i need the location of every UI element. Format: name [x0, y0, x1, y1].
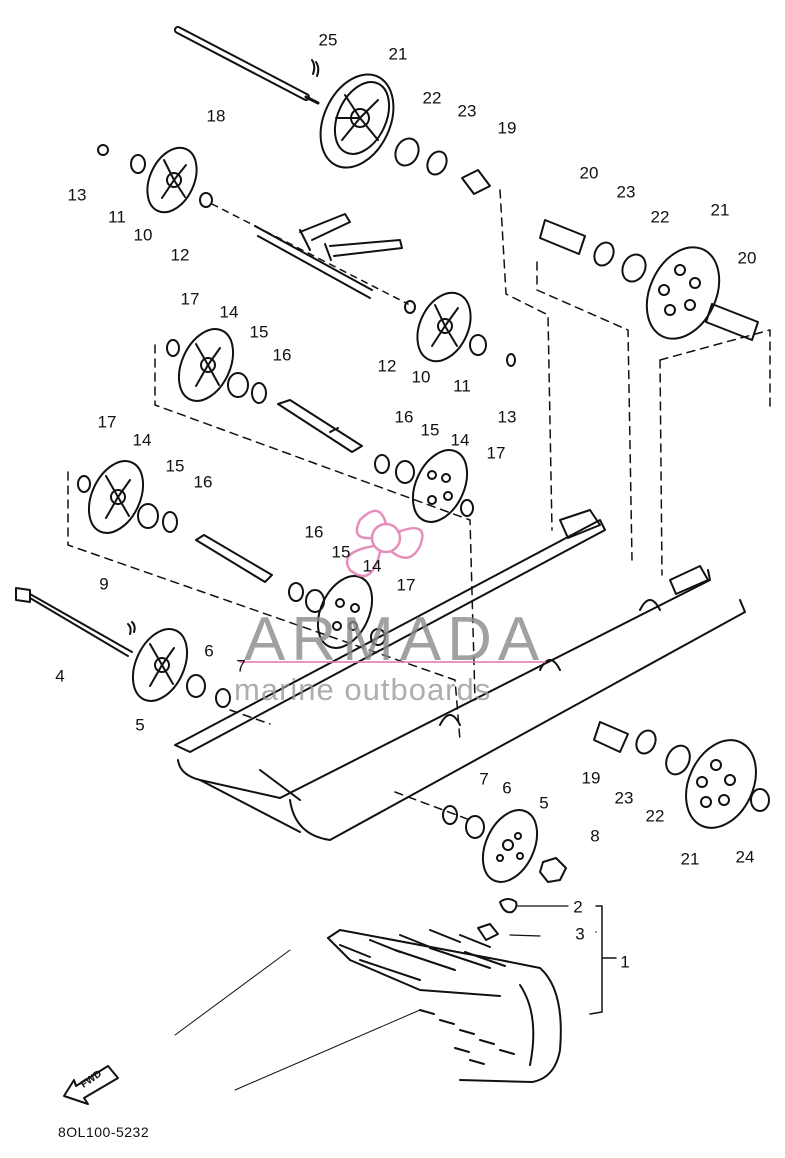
front-wheel: [131, 628, 189, 702]
callout-label: 14: [219, 302, 239, 322]
bearing: [130, 154, 146, 174]
rear-axle-shaft: [174, 26, 320, 105]
callout-label: 17: [180, 289, 200, 309]
callout-label: 22: [422, 88, 442, 108]
callout-label: 20: [737, 248, 757, 268]
callout-label: 11: [453, 376, 471, 396]
cotter-pin: [311, 59, 320, 77]
rear-idler-wheel: [481, 809, 539, 883]
callout-label: 19: [581, 768, 601, 788]
nut: [97, 144, 109, 156]
drive-track: [174, 929, 562, 1091]
callout-label: 23: [457, 101, 477, 121]
upper-idler-wheel: [146, 146, 198, 214]
callout-label: 14: [132, 430, 152, 450]
spacer-sleeve: [705, 303, 759, 341]
callout-label: 14: [362, 556, 382, 576]
callout-label: 23: [616, 182, 636, 202]
slide-rail-frame: [174, 509, 746, 841]
callout-label: 16: [304, 522, 324, 542]
mid-wheel-left: [177, 328, 235, 402]
callout-label: 10: [133, 225, 153, 245]
callout-label: 25: [318, 30, 338, 50]
callout-label: 13: [67, 185, 87, 205]
callout-label: 1: [620, 952, 630, 972]
callout-label: 22: [650, 207, 670, 227]
circlip: [426, 150, 448, 176]
callout-label: 23: [614, 788, 634, 808]
bearing: [394, 137, 420, 167]
lower-wheel-right: [316, 575, 374, 649]
idler-shaft: [277, 399, 363, 453]
callout-label: 8: [590, 826, 600, 846]
callout-label: 16: [272, 345, 292, 365]
watermark-propeller-icon: [345, 509, 424, 578]
callout-label: 17: [396, 575, 416, 595]
callout-label: 24: [735, 847, 755, 867]
callout-label: 5: [539, 793, 549, 813]
callout-label: 4: [55, 666, 65, 686]
callout-label: 15: [249, 322, 269, 342]
callout-label: 22: [645, 806, 665, 826]
callout-label: 17: [486, 443, 506, 463]
part-code: 8OL100-5232: [58, 1124, 150, 1140]
callout-label: 13: [497, 407, 517, 427]
rear-wheel-lower: [685, 739, 757, 829]
spacer-sleeve: [539, 219, 586, 255]
callout-label: 7: [236, 656, 246, 676]
front-axle-bolt: [15, 587, 133, 657]
lower-wheel-left: [87, 460, 145, 534]
callout-label: 16: [193, 472, 213, 492]
top-sprocket-wheel: [319, 73, 395, 169]
hex-nut: [539, 857, 567, 883]
callout-label: 6: [502, 778, 512, 798]
callout-label: 11: [108, 207, 126, 227]
cross-shaft: [254, 213, 403, 299]
mid-idler-wheel: [416, 291, 472, 363]
callout-label: 14: [450, 430, 470, 450]
callout-label: 17: [97, 412, 117, 432]
callout-label: 15: [331, 542, 351, 562]
callout-label: 16: [394, 407, 414, 427]
callout-label: 9: [99, 574, 109, 594]
callout-label: 21: [680, 849, 700, 869]
callout-label: 3: [575, 924, 585, 944]
watermark-brand: ARMADA: [244, 605, 546, 674]
callout-label: 20: [579, 163, 599, 183]
collar: [199, 192, 213, 208]
forward-arrow-icon: [63, 1065, 119, 1105]
mid-wheel-right: [411, 449, 469, 523]
callout-label: 12: [377, 356, 397, 376]
callout-label: 10: [411, 367, 431, 387]
spacer-collar: [461, 169, 491, 195]
callout-label: 12: [170, 245, 190, 265]
callout-label: 18: [206, 106, 226, 126]
watermark-tagline: marine outboards: [234, 672, 492, 707]
rear-wheel-upper: [645, 246, 721, 340]
callout-label: 6: [204, 641, 214, 661]
callout-label: 2: [573, 897, 583, 917]
callout-label: 21: [388, 44, 408, 64]
callout-label: 19: [497, 118, 517, 138]
callout-label: 21: [710, 200, 730, 220]
callout-label: 15: [165, 456, 185, 476]
assembly-line: [211, 203, 409, 305]
callout-label: 15: [420, 420, 440, 440]
callout-label: 5: [135, 715, 145, 735]
callout-label: 7: [479, 769, 489, 789]
lower-idler-shaft: [195, 534, 273, 583]
